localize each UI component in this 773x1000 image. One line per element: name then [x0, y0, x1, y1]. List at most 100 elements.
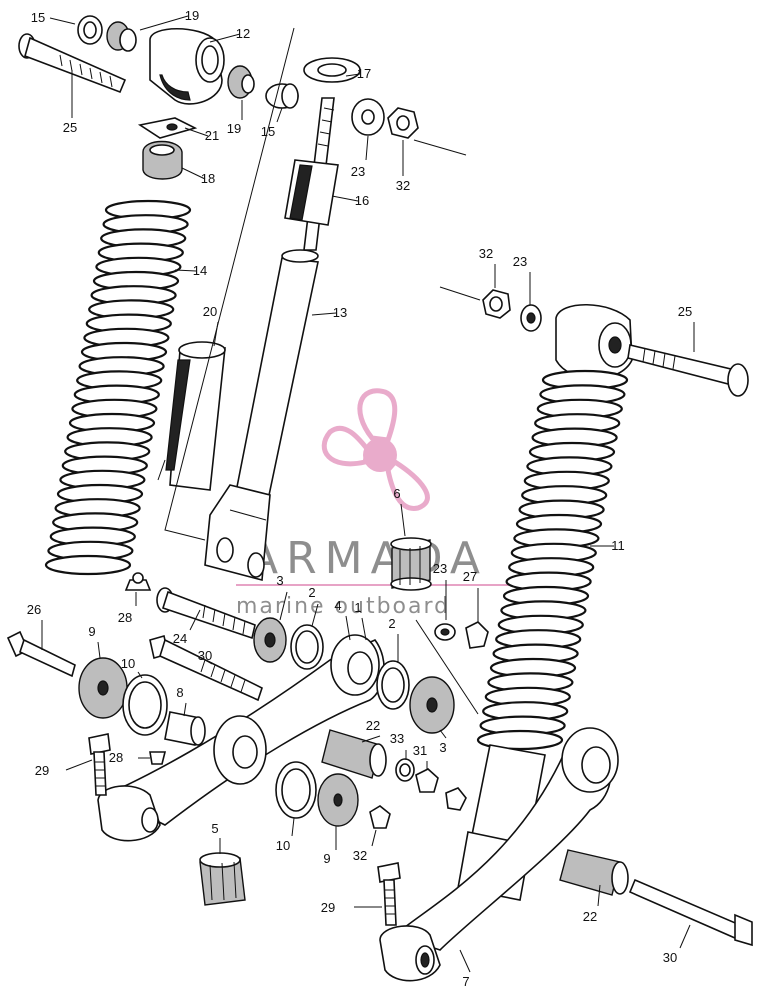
grease-fitting-28-top [124, 572, 152, 591]
collar-15-mid [265, 83, 299, 109]
callout-c25b: 25 [678, 304, 692, 319]
watermark-brand: ARMADA [248, 533, 488, 584]
leader-line-c12 [209, 33, 241, 43]
bolt-29-left [88, 733, 111, 796]
callout-c15a: 15 [31, 10, 45, 25]
callout-c33: 33 [390, 731, 404, 746]
logo-hub [363, 438, 397, 472]
leader-line-c22b [597, 884, 601, 907]
callout-c25a: 25 [63, 120, 77, 135]
leader-line-c1 [361, 617, 367, 641]
leader-line-c32c [371, 829, 377, 847]
callout-c1: 1 [354, 600, 361, 615]
callout-c14: 14 [193, 263, 207, 278]
callout-c30a: 30 [198, 648, 212, 663]
swing-arm-7 [379, 727, 619, 982]
bolt-25-right [627, 344, 749, 397]
spring-11-coil [476, 729, 564, 751]
callout-c4: 4 [334, 598, 341, 613]
swing-arm-left [97, 634, 385, 842]
nut-32-bottom [369, 805, 391, 829]
logo-blade-right [385, 458, 430, 511]
callout-c17: 17 [357, 66, 371, 81]
callout-c11: 11 [611, 538, 625, 553]
upper-eye-right [555, 303, 633, 380]
washer-3-right [409, 676, 455, 734]
callout-c9a: 9 [88, 624, 95, 639]
leader-axis-top [413, 139, 467, 156]
callout-c27: 27 [463, 569, 477, 584]
leader-line-c30b [679, 924, 691, 949]
nut-32-right [482, 289, 511, 319]
bushing-5 [199, 852, 246, 906]
bolt-24 [156, 587, 256, 640]
callout-c15b: 15 [261, 124, 275, 139]
leader-line-c24 [189, 609, 201, 631]
callout-c5: 5 [211, 821, 218, 836]
spring-11 [476, 369, 629, 751]
leader-line-c19a [139, 15, 189, 31]
watermark-logo [321, 388, 430, 511]
callout-c22b: 22 [583, 909, 597, 924]
callout-c23c: 23 [433, 561, 447, 576]
collar-15-top [77, 15, 103, 45]
leader-line-c15a [49, 17, 76, 25]
leader-line-c16 [331, 195, 359, 202]
callout-c29a: 29 [35, 763, 49, 778]
leader-line-c18 [181, 167, 206, 180]
leader-line-c10a [137, 671, 143, 679]
callout-c10b: 10 [276, 838, 290, 853]
bushing-19-top [106, 21, 137, 52]
callout-c2b: 2 [388, 616, 395, 631]
callout-c22a: 22 [366, 718, 380, 733]
callout-c32b: 32 [479, 246, 493, 261]
callout-c26: 26 [27, 602, 41, 617]
washer-17 [303, 57, 361, 83]
washer-9-left [78, 657, 128, 719]
washer-23-right [520, 304, 542, 332]
callout-c8: 8 [176, 685, 183, 700]
bolt-26 [6, 630, 76, 678]
bushing-22-mid [321, 729, 387, 779]
callout-c13: 13 [333, 305, 347, 320]
leader-line-c20 [213, 321, 219, 347]
callout-c23b: 23 [513, 254, 527, 269]
rubber-18 [142, 140, 183, 180]
nut-right-small [445, 787, 467, 811]
bushing-19-mid [227, 65, 255, 99]
callout-c23a: 23 [351, 164, 365, 179]
oring-2-top [290, 624, 324, 670]
leader-line-c6 [400, 503, 406, 537]
callout-c3b: 3 [439, 740, 446, 755]
leader-line-c13 [311, 312, 337, 316]
oring-2-right [376, 660, 410, 710]
leader-line-c8 [183, 702, 187, 717]
leader-line-c17 [345, 73, 361, 77]
bolt-25-top [18, 33, 127, 94]
callout-c21: 21 [205, 128, 219, 143]
leader-line-c3b [439, 729, 447, 739]
bolt-30-right [628, 878, 753, 947]
cap-nut-27 [465, 621, 489, 649]
leader-line-c15b [276, 107, 283, 123]
leader-line-c7 [459, 949, 471, 973]
callout-c30b: 30 [663, 950, 677, 965]
sleeve-8 [164, 711, 206, 746]
logo-blade-left [321, 425, 371, 467]
callout-c12: 12 [236, 26, 250, 41]
callout-c2a: 2 [308, 585, 315, 600]
washer-9-bottom [317, 773, 359, 827]
washer-3-top [253, 617, 287, 663]
callout-c31: 31 [413, 743, 427, 758]
callout-c28b: 28 [109, 750, 123, 765]
leader-line-c9a [97, 641, 101, 659]
callout-c29b: 29 [321, 900, 335, 915]
logo-blade-top [357, 388, 398, 443]
oring-10-left [122, 674, 168, 736]
watermark-tagline: marine outboard [236, 594, 450, 619]
callout-c6: 6 [393, 486, 400, 501]
callout-c10a: 10 [121, 656, 135, 671]
callout-c28a: 28 [118, 610, 132, 625]
